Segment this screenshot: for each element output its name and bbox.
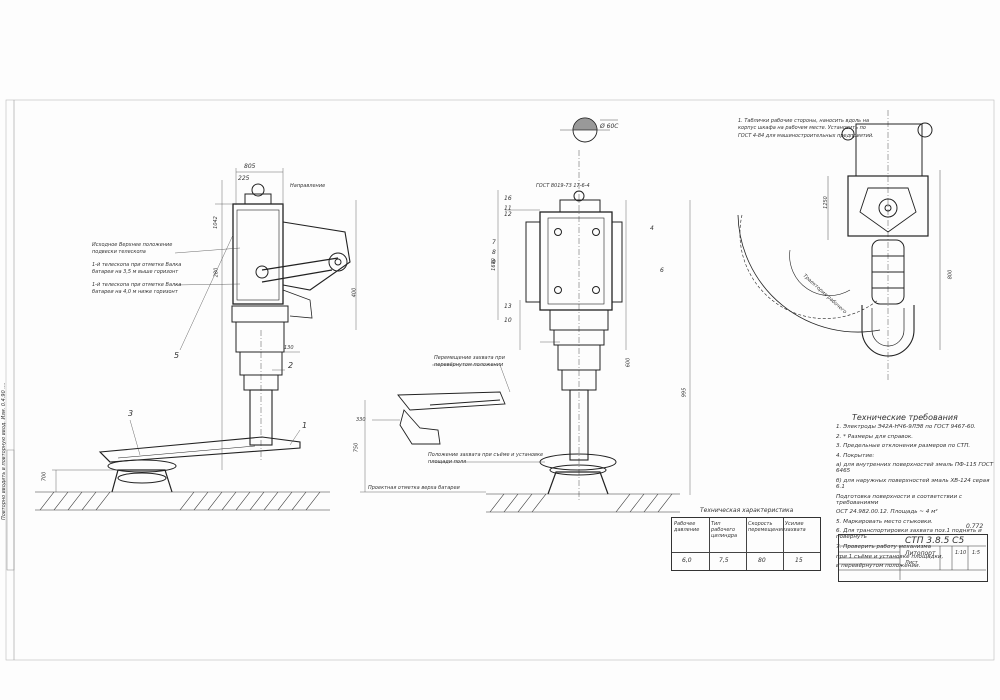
spec-value-2: 80: [758, 557, 766, 564]
callout-8: 8: [492, 249, 496, 256]
callout-2: 2: [288, 361, 294, 370]
spec-value-3: 15: [795, 557, 803, 564]
callout-13: 13: [504, 303, 512, 310]
dim-400: 400: [351, 287, 358, 298]
dim-1250: 1250: [822, 196, 829, 209]
callout-16: 16: [504, 195, 512, 202]
callout-3: 3: [128, 409, 134, 418]
spec-header-0: Рабочее давление: [674, 521, 700, 533]
tech-item: 4. Покрытие:: [836, 452, 875, 459]
spec-header-1: Тип рабочего цилиндра: [711, 521, 738, 539]
spec-value-0: 6,0: [682, 557, 692, 564]
dim-995: 995: [681, 387, 688, 398]
corner-code: 0.772: [966, 523, 984, 530]
tech-item: 5. Маркировать место стыковки.: [836, 518, 933, 525]
note-battery-top: Проектная отметка верха батареи: [368, 485, 460, 491]
note-upper: 1-й телескопа при отметке Валка батареи …: [92, 262, 182, 275]
title-block: СТП 3.8.5 С5 Литопорт Лист 1:10 1:5: [838, 534, 988, 582]
spec-header-3: Усилие захвата: [785, 521, 806, 533]
dim-800: 800: [947, 269, 954, 280]
tech-item: 1. Электроды Э42А-НЧ6-9ЛЭ8 по ГОСТ 9467-…: [836, 424, 976, 430]
section-label: Ø 60С: [600, 123, 619, 130]
callout-11: 11: [504, 205, 512, 212]
scale: 1:10: [955, 550, 967, 556]
callout-4: 4: [650, 225, 654, 232]
spec-table-title: Техническая характеристика: [700, 507, 794, 514]
right-view: [737, 110, 941, 380]
tech-item: Подготовка поверхности в соответствии с …: [836, 493, 962, 506]
left-margin-note: Повторно вводить в повторную ввод. Изм. …: [1, 382, 7, 520]
title-code: СТП 3.8.5 С5: [905, 536, 965, 546]
section-detail: [560, 117, 618, 143]
middle-view: [360, 150, 691, 513]
sheet-frame: [5, 99, 995, 661]
dim-280: 280: [213, 267, 220, 278]
spec-col-2: Скорость перемещения 80: [746, 518, 785, 570]
sheet-label: Лист: [905, 560, 918, 566]
tech-item: 3. Предельные отклонения размеров по СТП…: [836, 443, 971, 450]
callout-7: 7: [492, 239, 496, 246]
callout-5: 5: [174, 351, 180, 360]
tech-requirements-list: 1. Электроды Э42А-НЧ6-9ЛЭ8 по ГОСТ 9467-…: [836, 424, 1000, 573]
spec-table: Рабочее давление 6,0 Тип рабочего цилинд…: [671, 517, 821, 571]
tech-item: в перевёрнутом положении.: [836, 563, 921, 570]
title-block-lines: [838, 545, 986, 580]
tech-item: а) для внутренних поверхностей эмаль ПФ-…: [836, 462, 994, 475]
dim-805: 805: [244, 163, 256, 170]
note-lower: 1-й телескопа при отметке Валка батареи …: [92, 282, 182, 295]
tech-item: 7. Проверить работу механизма: [836, 543, 932, 550]
title-name: Литопорт: [905, 550, 936, 557]
note-initial-position: Исходное Верхнее положение подвески теле…: [92, 242, 173, 255]
callout-12: 12: [504, 211, 512, 218]
sheet-no: 1:5: [972, 550, 981, 556]
dim-130: 130: [284, 345, 294, 351]
tech-title: Технические требования: [852, 413, 958, 422]
note-grip-position: Положение захвата при съёме и установке …: [428, 452, 544, 465]
callout-9: 9: [492, 259, 496, 266]
margin-stamp: [6, 449, 15, 571]
dim-1042: 1042: [212, 216, 219, 229]
tech-item: ОСТ 24.982.00.12. Площадь ~ 4 м²: [836, 509, 938, 516]
spec-value-1: 7,5: [719, 557, 729, 564]
floor-hatch-left: [35, 491, 330, 511]
spec-col-3: Усилие захвата 15: [783, 518, 820, 570]
callout-10: 10: [504, 317, 512, 324]
dim-330: 330: [356, 417, 366, 423]
spec-header-2: Скорость перемещения: [748, 521, 785, 533]
spec-row-divider: [672, 552, 820, 553]
spec-col-1: Тип рабочего цилиндра 7,5: [709, 518, 747, 570]
note-grip-move: Перемещение захвата при перевёрнутом пол…: [434, 355, 505, 368]
callout-1: 1: [302, 421, 308, 430]
floor-hatch-middle: [486, 493, 680, 513]
dim-600: 600: [625, 357, 632, 368]
right-header-note: 1. Таблички рабочие стороны, наносить вд…: [738, 118, 874, 139]
tech-item: 6. Для транспортировки захвата поз.1 под…: [836, 528, 982, 541]
tech-item: б) для наружных поверхностей эмаль ХВ-12…: [836, 477, 990, 490]
dim-225: 225: [238, 175, 250, 182]
left-view: [35, 168, 357, 511]
callout-6: 6: [660, 267, 664, 274]
note-direction: Направление: [290, 183, 326, 189]
dim-750: 750: [353, 442, 360, 453]
tech-item: при 1 съёме и установке площадки,: [836, 553, 944, 560]
spec-col-0: Рабочее давление 6,0: [672, 518, 710, 570]
dim-700: 700: [41, 471, 48, 482]
middle-header: ГОСТ 8019-73 17-6-4: [536, 183, 590, 189]
tech-item: 2. * Размеры для справок.: [836, 433, 914, 440]
